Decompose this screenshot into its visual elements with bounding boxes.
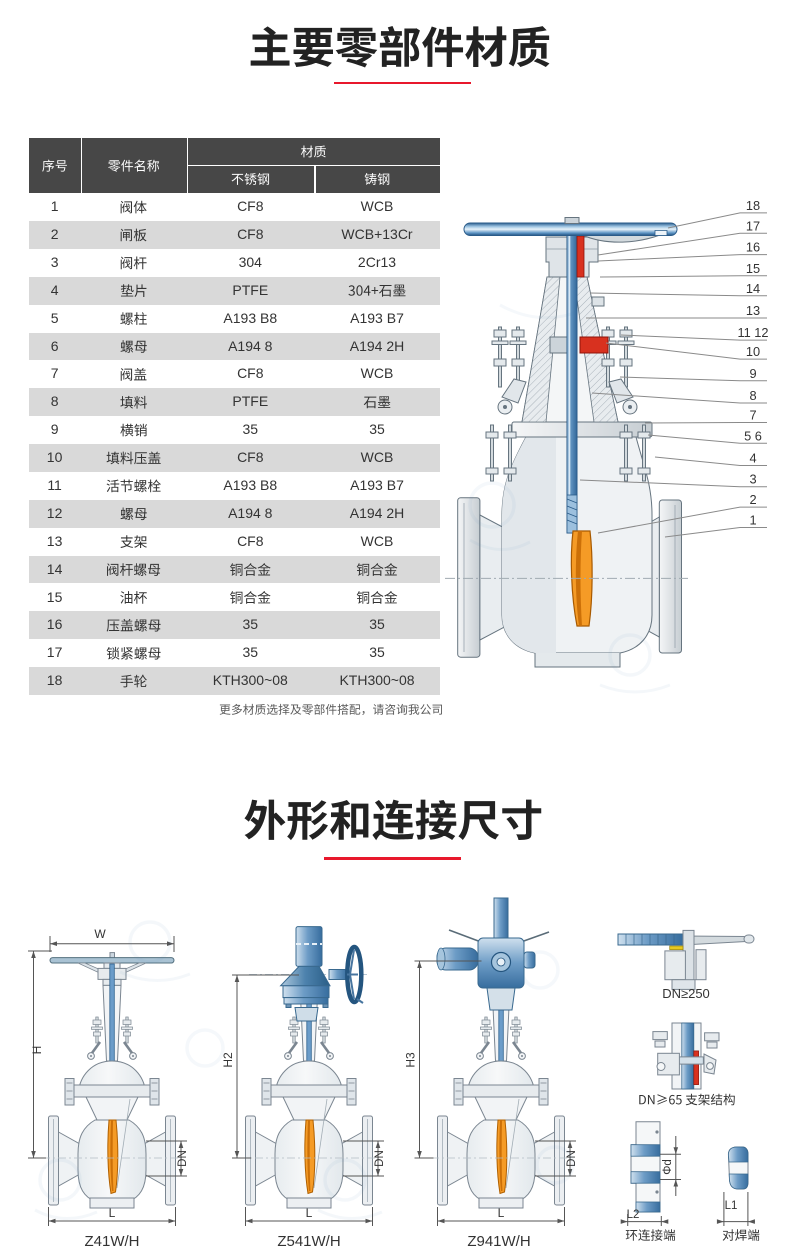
svg-text:DN: DN: [566, 1150, 578, 1167]
svg-text:L: L: [498, 1206, 505, 1220]
svg-text:1: 1: [749, 513, 756, 528]
svg-text:Φd: Φd: [662, 1159, 674, 1175]
svg-text:H3: H3: [404, 1052, 418, 1068]
svg-text:3: 3: [749, 472, 756, 487]
svg-text:9: 9: [749, 366, 756, 381]
svg-text:W: W: [94, 927, 106, 941]
svg-text:DN≥250: DN≥250: [662, 986, 710, 1001]
svg-text:4: 4: [749, 451, 756, 466]
svg-text:Z541W/H: Z541W/H: [277, 1233, 340, 1250]
svg-text:L: L: [109, 1206, 116, 1220]
svg-text:15: 15: [746, 261, 760, 276]
svg-text:H2: H2: [221, 1052, 235, 1068]
svg-text:8: 8: [749, 388, 756, 403]
svg-text:10: 10: [746, 344, 760, 359]
svg-text:L1: L1: [725, 1200, 738, 1212]
svg-text:18: 18: [746, 198, 760, 213]
svg-text:Z41W/H: Z41W/H: [84, 1233, 139, 1250]
svg-text:L: L: [306, 1206, 313, 1220]
svg-text:16: 16: [746, 240, 760, 255]
svg-text:L2: L2: [627, 1209, 640, 1221]
svg-text:2: 2: [749, 492, 756, 507]
svg-text:13: 13: [746, 303, 760, 318]
svg-text:Z941W/H: Z941W/H: [467, 1233, 530, 1250]
svg-text:H: H: [30, 1046, 44, 1055]
svg-text:14: 14: [746, 281, 760, 296]
svg-text:7: 7: [749, 408, 756, 423]
svg-text:11 12: 11 12: [737, 325, 768, 340]
svg-text:DN: DN: [177, 1150, 189, 1167]
svg-text:DN: DN: [374, 1150, 386, 1167]
svg-text:17: 17: [746, 218, 760, 233]
svg-text:5 6: 5 6: [744, 428, 762, 443]
